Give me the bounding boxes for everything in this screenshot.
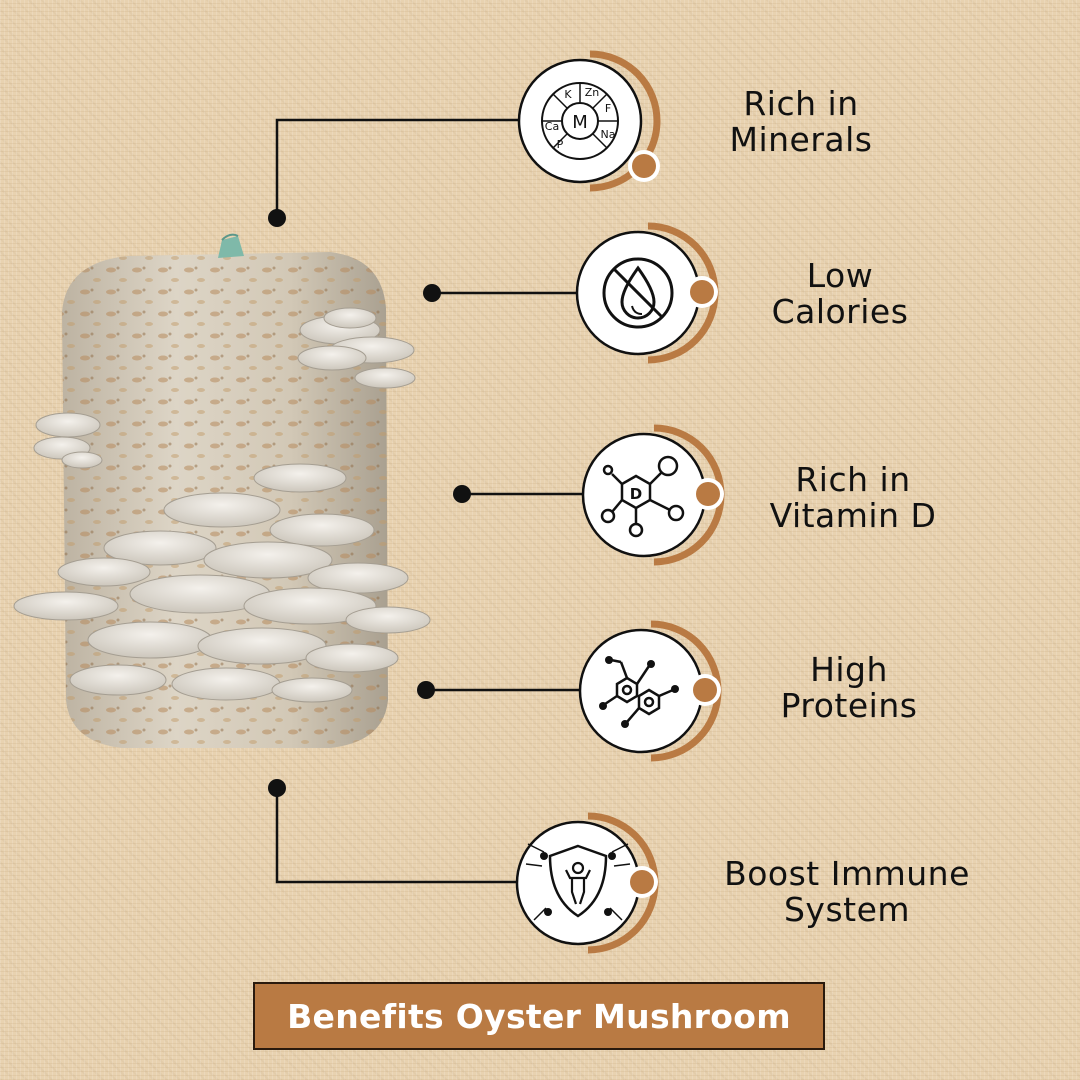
vitamin-d-letter: D [630, 485, 642, 503]
mineral-letter-ca: Ca [545, 120, 559, 133]
footer-title: Benefits Oyster Mushroom [287, 996, 791, 1036]
benefit-label-calories: Low Calories [771, 256, 909, 331]
benefit-label-proteins: High Proteins [780, 650, 918, 725]
benefit-label-immune: Boost Immune System [724, 854, 970, 929]
mineral-letter-f: F [605, 102, 611, 115]
mineral-letter-k: K [564, 88, 572, 101]
vitamin-d-molecule-icon: D [581, 424, 725, 566]
connector-dot-calories [423, 284, 441, 302]
immune-shield-icon [515, 812, 659, 954]
connector-minerals [275, 118, 520, 218]
protein-molecule-icon [578, 620, 722, 762]
footer-banner: Benefits Oyster Mushroom [253, 982, 825, 1050]
minerals-icon: K Zn F Na P Ca M [517, 50, 661, 192]
benefit-label-vitamin: Rich in Vitamin D [769, 460, 937, 535]
connector-dot-immune [268, 779, 286, 797]
mineral-letter-zn: Zn [585, 86, 600, 99]
connector-dot-proteins [417, 681, 435, 699]
connector-dot-minerals [268, 209, 286, 227]
mineral-letter-m: M [572, 112, 588, 133]
mineral-letter-p: P [557, 138, 564, 151]
no-fat-drop-icon [575, 222, 719, 364]
benefit-label-minerals: Rich in Minerals [729, 84, 873, 159]
mineral-letter-na: Na [601, 128, 616, 141]
connector-immune [275, 788, 518, 884]
connector-dot-vitamin [453, 485, 471, 503]
